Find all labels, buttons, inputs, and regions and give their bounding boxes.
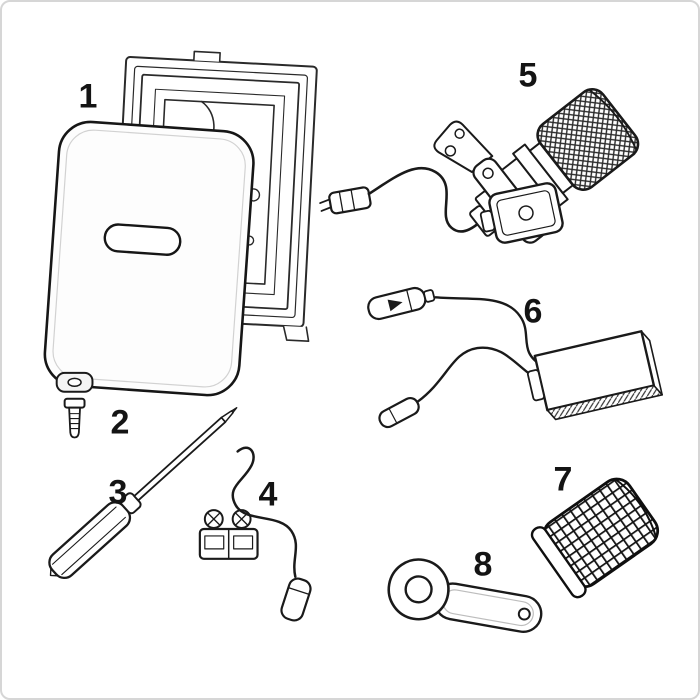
- part-label-5: 5: [518, 56, 538, 95]
- small-connector: [378, 396, 420, 429]
- wrench-ring-hole: [404, 575, 433, 604]
- part-solenoid-valve-assembly: [319, 87, 640, 244]
- part-screwdriver: [48, 407, 238, 580]
- screwdriver-tip: [220, 410, 234, 423]
- part-label-2: 2: [110, 403, 130, 442]
- part-label-1: 1: [78, 77, 98, 116]
- wire-upper: [434, 296, 545, 368]
- arrow-marking: [387, 299, 403, 312]
- module-wire-clamp: [526, 369, 545, 402]
- frame-bottom-tab: [282, 325, 310, 342]
- part-cable-module: [367, 286, 663, 429]
- screwdriver-shaft: [133, 416, 227, 502]
- filter-rim: [530, 526, 587, 599]
- screw-head: [63, 397, 86, 409]
- part-wrench: [387, 558, 543, 633]
- part-sensor-cable: [231, 446, 312, 622]
- screw-shaft: [68, 406, 81, 439]
- part-label-6: 6: [523, 292, 543, 331]
- electronics-module: [526, 330, 663, 421]
- plate-slot: [103, 223, 182, 256]
- valve-coil: [479, 182, 564, 244]
- connector-pins: [319, 198, 332, 212]
- part-label-8: 8: [473, 545, 493, 584]
- wrench-end-hole: [517, 607, 531, 621]
- flush-plate: [43, 120, 255, 397]
- part-label-3: 3: [108, 473, 128, 512]
- mounting-bracket: [433, 120, 494, 173]
- wire-lower: [416, 346, 545, 403]
- part-label-4: 4: [258, 475, 278, 514]
- sensor-probe: [280, 577, 312, 622]
- arrow-connector: [367, 286, 436, 321]
- valve-cable-connector: [319, 186, 372, 215]
- sensor-wire: [231, 446, 298, 578]
- part-terminal-block: [198, 509, 259, 560]
- frame-top-tab: [193, 50, 221, 63]
- part-screw-washer: [55, 371, 94, 439]
- part-label-7: 7: [553, 460, 573, 499]
- valve-cable: [367, 166, 482, 233]
- part-filter-strainer: [530, 477, 660, 599]
- valve-filter-cap: [536, 87, 640, 191]
